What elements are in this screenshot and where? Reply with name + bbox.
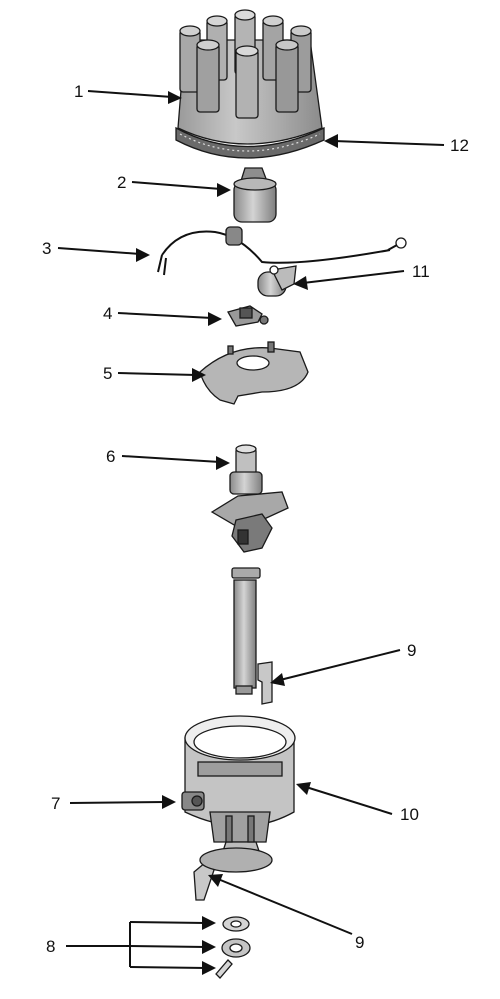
- cap-towers: [179, 9, 312, 119]
- callout-7: 7: [51, 794, 60, 813]
- clip-upper: [257, 661, 273, 705]
- callout-8: 8: [46, 937, 55, 956]
- callout-1: 1: [74, 82, 83, 101]
- distributor-housing: [184, 715, 296, 873]
- callout-9-lower: 9: [355, 933, 364, 952]
- shaft-assembly: [210, 444, 289, 695]
- callout-9-upper: 9: [407, 641, 416, 660]
- callout-5: 5: [103, 364, 112, 383]
- callout-2: 2: [117, 173, 126, 192]
- washers-and-pin: [215, 916, 251, 979]
- callout-4: 4: [103, 304, 112, 323]
- distributor-cap: [175, 9, 325, 159]
- capacitor: [257, 265, 297, 297]
- cap-gasket: [175, 126, 325, 159]
- callout-12: 12: [450, 136, 469, 155]
- wire-lead: [157, 226, 407, 276]
- leader-lines: [57, 90, 445, 975]
- callout-labels: 1 2 3 4 5 6 7 8 9 9 10 11 12: [42, 82, 469, 956]
- contact-point: [227, 305, 269, 327]
- callout-10: 10: [400, 805, 419, 824]
- callout-6: 6: [106, 447, 115, 466]
- breaker-plate: [199, 341, 309, 405]
- callout-3: 3: [42, 239, 51, 258]
- clamp: [181, 791, 205, 811]
- rotor: [233, 167, 277, 223]
- callout-11: 11: [412, 262, 430, 281]
